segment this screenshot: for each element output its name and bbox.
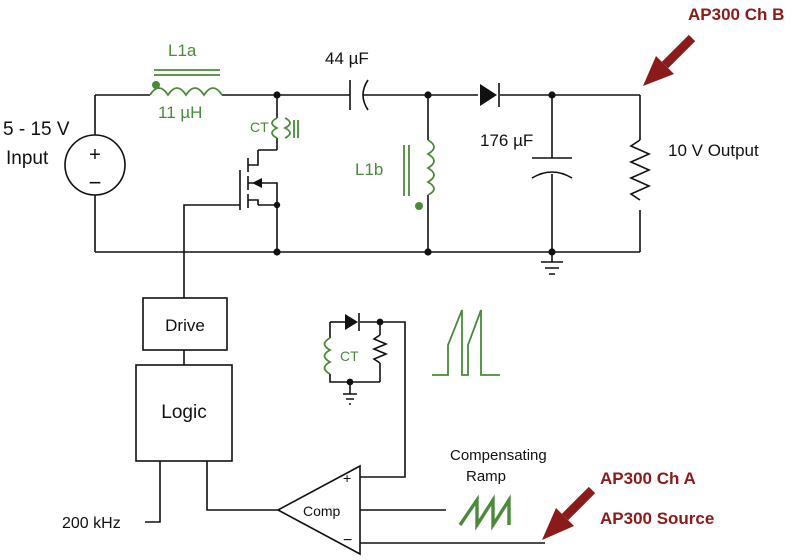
- coupling-capacitor: [349, 79, 369, 111]
- junction-dots: [273, 91, 556, 256]
- clock-frequency-label: 200 kHz: [62, 515, 121, 532]
- source-minus-sign: −: [89, 170, 102, 195]
- junction-dot: [424, 248, 432, 256]
- input-voltage-source: + −: [64, 134, 126, 196]
- junction-dot: [273, 248, 281, 256]
- ap300-ch-a-label: AP300 Ch A: [600, 469, 696, 488]
- l1a-label: L1a: [168, 41, 197, 60]
- comp-ramp-label-1: Compensating: [450, 447, 547, 464]
- input-label: Input: [6, 148, 49, 169]
- logic-label: Logic: [161, 402, 206, 423]
- power-wires: [94, 94, 641, 298]
- ct-top-label: CT: [250, 119, 269, 135]
- junction-dot: [548, 91, 556, 99]
- input-range-label: 5 - 15 V: [3, 119, 70, 140]
- inductor-l1a: [149, 69, 223, 97]
- l1a-value-label: 11 µH: [158, 103, 202, 122]
- ground-symbol: [541, 261, 563, 275]
- polarity-dot: [152, 81, 160, 89]
- l1b-label: L1b: [355, 160, 383, 179]
- current-sense-circuit: [323, 313, 389, 405]
- drive-block: [142, 297, 228, 351]
- comp-ramp-label-2: Ramp: [466, 468, 506, 485]
- junction-dot: [273, 91, 281, 99]
- current-waveform-sketch: [432, 309, 500, 376]
- source-plus-sign: +: [89, 144, 101, 166]
- ap300-ch-a-arrow: [542, 486, 596, 540]
- junction-dot: [424, 91, 432, 99]
- output-diode: [480, 83, 500, 107]
- current-transformer-top: [271, 117, 299, 139]
- output-label: 10 V Output: [668, 141, 759, 160]
- ct-sense-label: CT: [340, 348, 359, 364]
- ap300-ch-b-label: AP300 Ch B: [688, 5, 784, 24]
- inductor-l1b: [403, 139, 435, 210]
- drive-label: Drive: [165, 316, 205, 335]
- junction-dot: [548, 248, 556, 256]
- output-capacitor: [531, 157, 573, 179]
- compensating-ramp-sketch: [458, 494, 511, 531]
- ap300-ch-b-arrow: [643, 34, 696, 86]
- mosfet-switch: [239, 158, 278, 210]
- output-cap-label: 176 µF: [480, 131, 533, 150]
- logic-block: [135, 364, 233, 462]
- ap300-source-label: AP300 Source: [600, 509, 714, 528]
- polarity-dot: [415, 202, 423, 210]
- load-resistor: [629, 139, 651, 201]
- comp-minus-label: −: [343, 532, 352, 549]
- comparator-label: Comp: [303, 503, 341, 519]
- comp-plus-label: +: [343, 470, 351, 486]
- coupling-cap-label: 44 µF: [325, 49, 369, 68]
